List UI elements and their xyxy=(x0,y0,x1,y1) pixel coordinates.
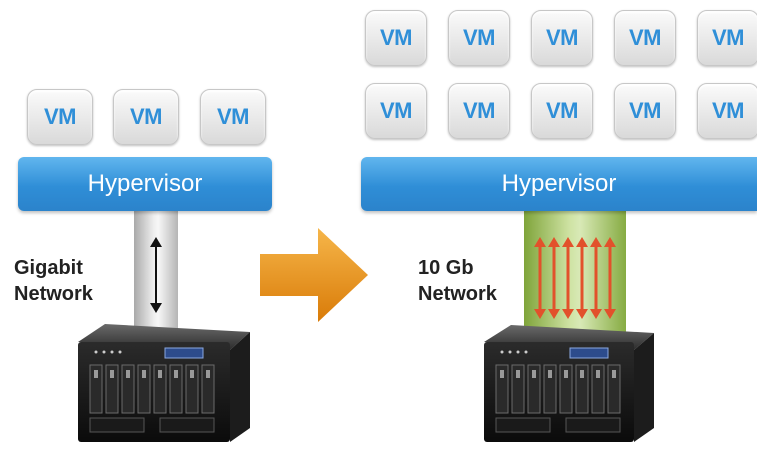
vm-icon: VM xyxy=(697,83,757,139)
vm-icon: VM xyxy=(614,83,676,139)
vm-icon: VM xyxy=(531,83,593,139)
gigabit-network-label: Gigabit Network xyxy=(14,255,93,307)
vm-icon: VM xyxy=(365,10,427,66)
vm-icon: VM xyxy=(365,83,427,139)
transition-arrow-icon xyxy=(260,228,368,322)
network-label-line2: Network xyxy=(14,283,93,305)
vm-icon: VM xyxy=(614,10,676,66)
left-hypervisor-bar: Hypervisor xyxy=(18,157,272,211)
vm-icon: VM xyxy=(113,89,179,145)
hypervisor-label: Hypervisor xyxy=(87,170,203,197)
tengb-network-label: 10 Gb Network xyxy=(418,255,497,307)
nas-icon xyxy=(484,325,654,442)
network-label-line1: Gigabit xyxy=(14,257,83,279)
vm-icon: VM xyxy=(448,83,510,139)
network-label-line1: 10 Gb xyxy=(418,257,474,279)
bidirectional-arrow-icon xyxy=(150,237,162,313)
vm-icon: VM xyxy=(448,10,510,66)
vm-icon: VM xyxy=(27,89,93,145)
vm-icon: VM xyxy=(200,89,266,145)
vm-icon: VM xyxy=(697,10,757,66)
hypervisor-label: Hypervisor xyxy=(501,170,617,197)
network-label-line2: Network xyxy=(418,283,497,305)
right-hypervisor-bar: Hypervisor xyxy=(361,157,757,211)
nas-icon xyxy=(78,324,250,442)
multi-bidirectional-arrows-icon xyxy=(534,237,616,319)
vm-icon: VM xyxy=(531,10,593,66)
